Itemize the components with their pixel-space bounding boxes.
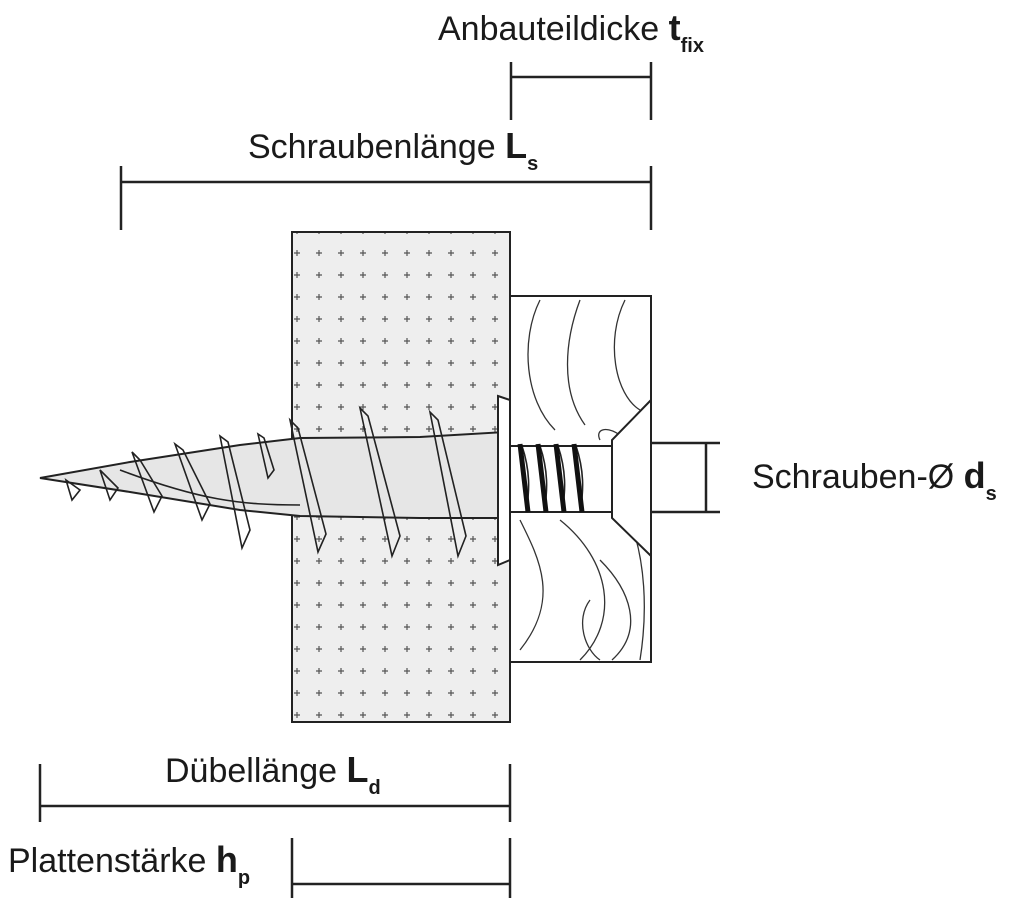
label-ld: Dübellänge Ld: [165, 749, 381, 799]
dimension-ls: [119, 166, 653, 230]
svg-text:Schraubenlänge Ls: Schraubenlänge Ls: [248, 125, 538, 175]
screw-with-dowel: [39, 394, 652, 567]
label-tfix: Anbauteildicke tfix: [438, 7, 704, 57]
svg-text:Schrauben-Ø ds: Schrauben-Ø ds: [752, 455, 997, 505]
label-ds: Schrauben-Ø ds: [752, 455, 997, 505]
svg-text:Plattenstärke hp: Plattenstärke hp: [8, 839, 250, 889]
dimension-tfix: [509, 62, 653, 120]
dimension-ld: [38, 764, 512, 822]
dimension-hp: [290, 838, 512, 898]
label-ls: Schraubenlänge Ls: [248, 125, 538, 175]
label-hp: Plattenstärke hp: [8, 839, 250, 889]
dimension-ds: [651, 441, 720, 514]
svg-text:Anbauteildicke tfix: Anbauteildicke tfix: [438, 7, 704, 57]
svg-text:Dübellänge Ld: Dübellänge Ld: [165, 749, 381, 799]
